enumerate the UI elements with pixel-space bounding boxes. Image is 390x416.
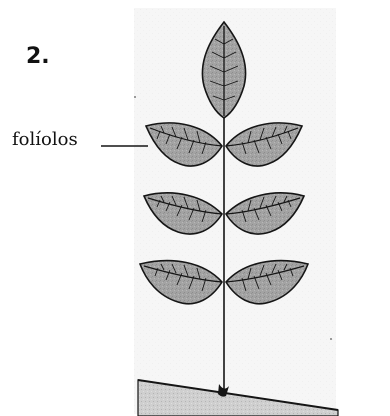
figure-number: 2. — [26, 46, 50, 68]
speck — [330, 338, 332, 340]
leaflets-label: folíolos — [12, 131, 78, 149]
speck — [134, 96, 136, 98]
